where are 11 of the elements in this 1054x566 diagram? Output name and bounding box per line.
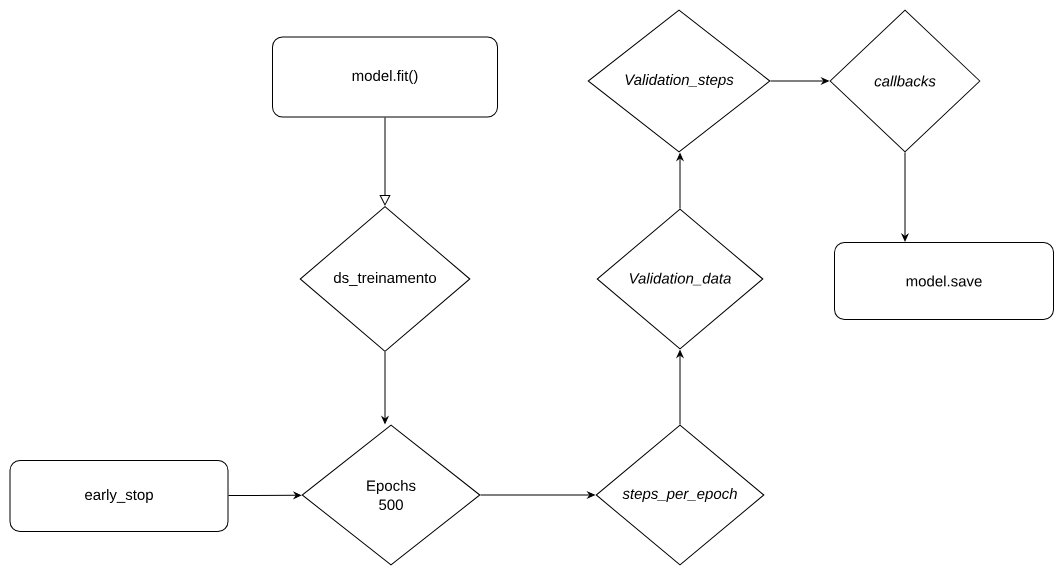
arrow (676, 350, 684, 425)
process-box: model.fit() (272, 36, 498, 118)
arrow (676, 153, 684, 209)
arrow (901, 152, 909, 242)
arrow (770, 77, 829, 85)
process-box: early_stop (9, 460, 229, 532)
arrow (379, 117, 391, 206)
process-box: model.save (834, 242, 1054, 320)
arrow (381, 351, 389, 424)
arrow (228, 492, 302, 499)
arrow (480, 491, 595, 499)
